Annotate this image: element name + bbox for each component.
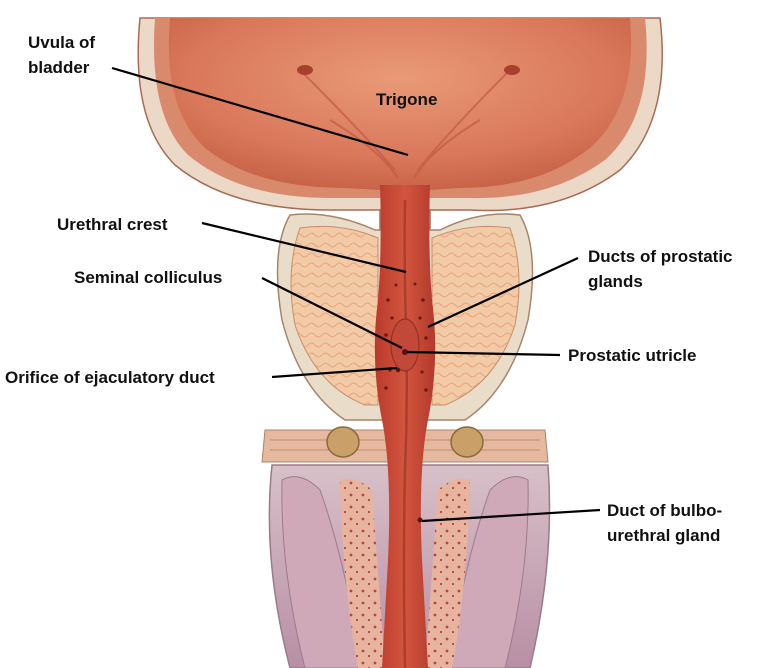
bulbourethral-gland-left [326, 426, 360, 458]
bladder-interior [168, 18, 632, 190]
leader-seminal-colliculus [261, 277, 403, 349]
label-bulbourethral-line2: urethral gland [607, 526, 720, 545]
trigone-folds [299, 69, 511, 179]
leader-uvula [111, 66, 409, 157]
label-trigone: Trigone [376, 90, 437, 109]
corpus-spongiosum-right [425, 478, 470, 668]
prostatic-duct-openings [384, 282, 428, 392]
bladder [137, 17, 663, 231]
label-ducts-prostatic-line1: Ducts of prostatic [588, 247, 733, 266]
label-seminal-colliculus: Seminal colliculus [74, 268, 222, 287]
prostate [276, 213, 534, 421]
label-urethral-crest: Urethral crest [57, 215, 168, 234]
label-prostatic-utricle: Prostatic utricle [568, 346, 697, 365]
urethra [374, 185, 436, 668]
urethra-lumen [374, 185, 436, 668]
prostate-lobe-right [431, 225, 520, 406]
leader-bulbourethral [421, 508, 601, 523]
leader-prostatic-utricle [406, 350, 561, 357]
label-ducts-prostatic-line2: glands [588, 272, 643, 291]
leader-urethral-crest [201, 221, 407, 274]
prostatic-utricle-opening [402, 349, 408, 355]
bulbourethral-gland-right [450, 426, 484, 458]
ureteric-orifice-left [297, 65, 313, 75]
corpus-spongiosum-left [340, 478, 385, 668]
label-orifice-ejaculatory-duct: Orifice of ejaculatory duct [5, 368, 215, 387]
label-uvula-line2: bladder [28, 58, 90, 77]
leader-orifice-ejaculatory [271, 366, 398, 379]
urethral-crest [402, 199, 409, 668]
ureteric-orifice-right [504, 65, 520, 75]
leader-lines [111, 66, 601, 523]
label-bulbourethral-line1: Duct of bulbo- [607, 501, 722, 520]
labels: Uvula of bladder Trigone Urethral crest … [5, 33, 733, 545]
leader-ducts-prostatic [427, 257, 579, 328]
prostate-lobe-left [290, 225, 379, 406]
label-uvula-line1: Uvula of [28, 33, 95, 52]
seminal-colliculus [390, 318, 420, 372]
bulbourethral-duct-opening [417, 517, 423, 523]
